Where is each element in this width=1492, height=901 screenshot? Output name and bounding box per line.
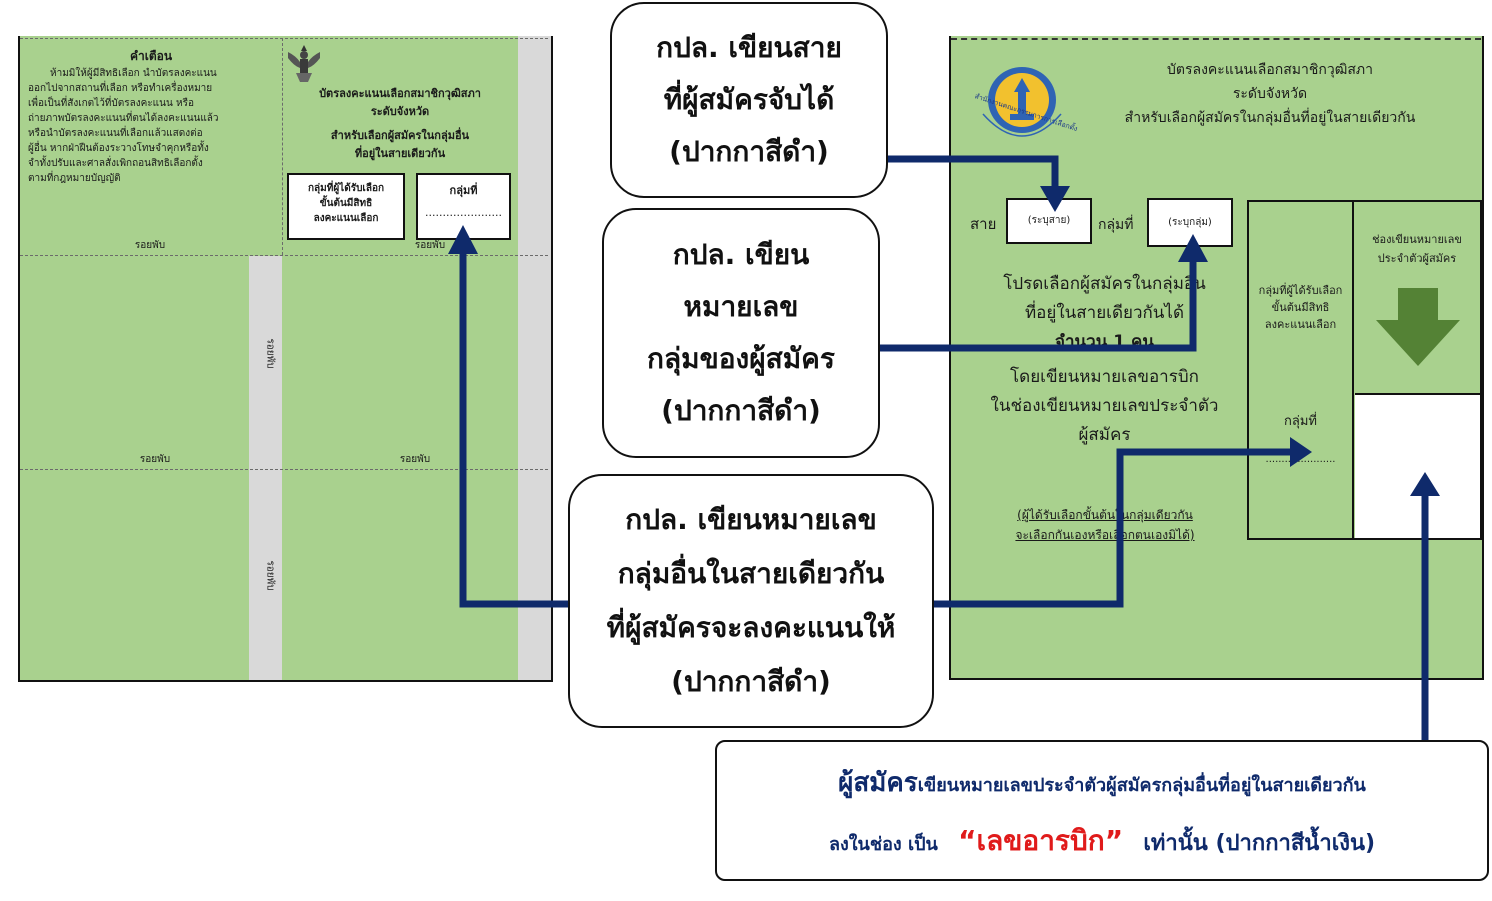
right-ballot-top-fold xyxy=(951,38,1481,40)
instruction-post: เท่านั้น (ปากกาสีน้ำเงิน) xyxy=(1143,831,1376,856)
fold-line-top xyxy=(20,255,548,256)
candidate-number-write-box xyxy=(1355,393,1480,538)
callout-line: (ปากกาสีดำ) xyxy=(661,394,821,427)
fold-line-topedge xyxy=(20,38,548,39)
line-placeholder: (ระบุสาย) xyxy=(1027,215,1071,226)
warning-text: ห้ามมิให้ผู้มีสิทธิเลือก นำบัตรลงคะแนน อ… xyxy=(28,66,278,186)
title-line: ระดับจังหวัด xyxy=(370,105,430,118)
callout-line: กลุ่มของผู้สมัคร xyxy=(647,342,835,375)
title-line: สำหรับเลือกผู้สมัครในกลุ่มอื่นที่อยู่ในส… xyxy=(1124,110,1416,126)
warning-title: คำเตือน xyxy=(129,49,173,63)
instruction-line: ที่อยู่ในสายเดียวกันได้ xyxy=(1024,303,1185,323)
box-group-label: กลุ่มที่ xyxy=(449,184,478,197)
fold-label: รอยพับ xyxy=(134,240,166,251)
callout-line: กลุ่มอื่นในสายเดียวกัน xyxy=(617,557,885,590)
instruction-pre: ลงในช่อง เป็น xyxy=(828,834,938,855)
candidate-number-header: ช่องเขียนหมายเลข ประจำตัวผู้สมัคร xyxy=(1354,230,1480,268)
eligible-group-column-header: กลุ่มที่ผู้ได้รับเลือก ขั้นต้นมีสิทธิ ลง… xyxy=(1249,282,1352,333)
candidate-instruction-line1: ผู้สมัครเขียนหมายเลขประจำตัวผู้สมัครกลุ่… xyxy=(717,762,1487,803)
callout-line: กปล. เขียนสาย xyxy=(656,31,842,64)
callout-line: ที่ผู้สมัครจับได้ xyxy=(663,83,835,116)
callout-line: กปล. เขียนหมายเลข xyxy=(625,503,877,536)
fold-line-vertical xyxy=(282,38,283,255)
title-line: บัตรลงคะแนนเลือกสมาชิกวุฒิสภา xyxy=(319,87,481,100)
box-group-dots: ...................... xyxy=(425,206,502,219)
right-ballot xyxy=(949,36,1484,680)
left-ballot-middle-strip xyxy=(249,256,282,680)
instruction-line: โดยเขียนหมายเลขอารบิก xyxy=(1010,367,1199,387)
instruction-rest: เขียนหมายเลขประจำตัวผู้สมัครกลุ่มอื่นที่… xyxy=(917,775,1366,796)
col-line: ประจำตัวผู้สมัคร xyxy=(1377,252,1457,265)
note-line: (ผู้ได้รับเลือกขั้นต้นในกลุ่มเดียวกัน xyxy=(1017,508,1193,522)
instruction-line: ผู้สมัคร xyxy=(1078,425,1131,445)
warning-line: เพื่อเป็นที่สังเกตไว้ที่บัตรลงคะแนน หรือ xyxy=(28,98,194,109)
title-line: สำหรับเลือกผู้สมัครในกลุ่มอื่น xyxy=(330,129,470,142)
garuda-emblem-icon xyxy=(288,45,320,82)
col-line: ลงคะแนนเลือก xyxy=(1264,318,1337,331)
candidate-word: ผู้สมัคร xyxy=(838,768,918,798)
note-text: (ผู้ได้รับเลือกขั้นต้นในกลุ่มเดียวกัน จะ… xyxy=(970,505,1240,545)
callout-write-group: กปล. เขียน หมายเลข กลุ่มของผู้สมัคร (ปาก… xyxy=(602,208,880,458)
warning-line: ผู้อื่น หากฝ่าฝืนต้องระวางโทษจำคุกหรือทั… xyxy=(28,143,209,154)
ect-logo-icon xyxy=(982,67,1062,137)
down-arrow-icon xyxy=(1376,288,1460,366)
instruction-text: โปรดเลือกผู้สมัครในกลุ่มอื่น ที่อยู่ในสา… xyxy=(962,270,1247,450)
right-ballot-title: บัตรลงคะแนนเลือกสมาชิกวุฒิสภา ระดับจังหว… xyxy=(1085,58,1455,130)
warning-line: ถ่ายภาพบัตรลงคะแนนที่ตนได้ลงคะแนนแล้ว xyxy=(28,113,219,124)
candidate-instruction-box: ผู้สมัครเขียนหมายเลขประจำตัวผู้สมัครกลุ่… xyxy=(715,740,1489,881)
fold-label: รอยพับ xyxy=(139,454,171,465)
col-line: ช่องเขียนหมายเลข xyxy=(1372,233,1462,246)
group-field: (ระบุกลุ่ม) xyxy=(1147,198,1233,247)
group-label: กลุ่มที่ xyxy=(1098,217,1134,233)
title-line: ที่อยู่ในสายเดียวกัน xyxy=(354,147,446,160)
fold-label: รอยพับ xyxy=(399,454,431,465)
box-line: ลงคะแนนเลือก xyxy=(313,213,379,224)
callout-write-line: กปล. เขียนสาย ที่ผู้สมัครจับได้ (ปากกาสี… xyxy=(610,2,888,198)
box-line: ขั้นต้นมีสิทธิ xyxy=(319,198,373,209)
candidate-instruction-line2: ลงในช่อง เป็น “เลขอารบิก” เท่านั้น (ปากก… xyxy=(717,819,1487,863)
note-line: จะเลือกกันเองหรือเลือกตนเองมิได้) xyxy=(1015,528,1195,542)
warning-line: ห้ามมิให้ผู้มีสิทธิเลือก นำบัตรลงคะแนน xyxy=(50,68,217,79)
warning-line: จำทั้งปรับและศาลสั่งเพิกถอนสิทธิเลือกตั้… xyxy=(28,158,203,169)
callout-line: (ปากกาสีดำ) xyxy=(669,135,829,168)
title-line: บัตรลงคะแนนเลือกสมาชิกวุฒิสภา xyxy=(1167,62,1373,78)
arabic-numeral-highlight: “เลขอารบิก” xyxy=(958,824,1124,857)
col-group-label: กลุ่มที่ xyxy=(1284,414,1317,429)
fold-label: รอยพับ xyxy=(414,240,446,251)
callout-line: (ปากกาสีดำ) xyxy=(671,665,831,698)
col-line: กลุ่มที่ผู้ได้รับเลือก xyxy=(1258,284,1343,297)
warning-line: ออกไปจากสถานที่เลือก หรือทำเครื่องหมาย xyxy=(28,83,213,94)
left-eligible-group-box: กลุ่มที่ผู้ได้รับเลือก ขั้นต้นมีสิทธิ ลง… xyxy=(287,173,405,240)
warning-line: หรือนำบัตรลงคะแนนที่เลือกแล้วแสดงต่อ xyxy=(28,128,203,139)
warning-line: ตามที่กฎหมายบัญญัติ xyxy=(28,173,121,184)
callout-line: ที่ผู้สมัครจะลงคะแนนให้ xyxy=(606,611,896,644)
box-line: กลุ่มที่ผู้ได้รับเลือก xyxy=(307,183,385,194)
line-label: สาย xyxy=(970,215,997,233)
candidate-number-column xyxy=(1352,200,1482,540)
col-line: ขั้นต้นมีสิทธิ xyxy=(1271,301,1330,314)
group-placeholder: (ระบุกลุ่ม) xyxy=(1168,217,1212,228)
fold-line-middle xyxy=(20,469,548,470)
callout-line: หมายเลข xyxy=(683,290,799,323)
callout-line: กปล. เขียน xyxy=(672,238,810,271)
instruction-line: โปรดเลือกผู้สมัครในกลุ่มอื่น xyxy=(1003,274,1206,294)
callout-write-other-group: กปล. เขียนหมายเลข กลุ่มอื่นในสายเดียวกัน… xyxy=(568,474,934,728)
left-ballot-title: บัตรลงคะแนนเลือกสมาชิกวุฒิสภา ระดับจังหว… xyxy=(284,86,516,162)
title-line: ระดับจังหวัด xyxy=(1232,86,1308,102)
instruction-line: ในช่องเขียนหมายเลขประจำตัว xyxy=(990,396,1219,416)
left-ballot-side-strip xyxy=(518,36,551,680)
